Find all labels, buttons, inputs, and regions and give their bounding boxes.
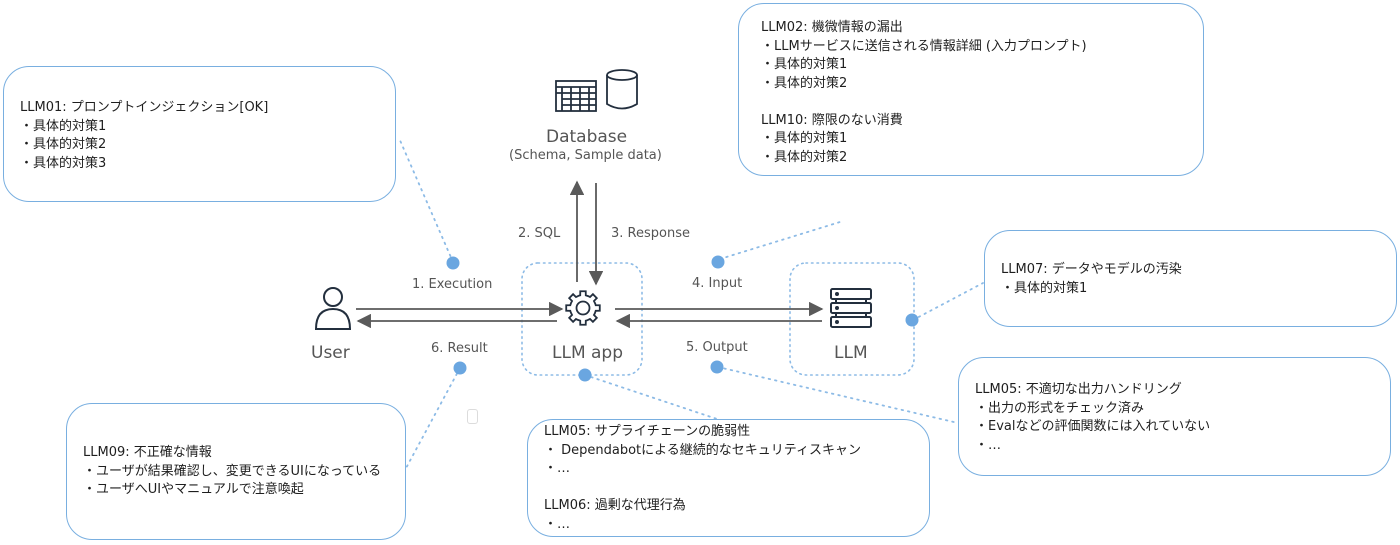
database-sublabel: (Schema, Sample data): [509, 148, 662, 163]
callout-item: ・具体的対策3: [20, 155, 107, 171]
connector-llm02: [719, 221, 841, 260]
gear-icon: [565, 290, 601, 326]
table-icon: [555, 80, 597, 112]
callout-llm07: LLM07: データやモデルの汚染 ・具体的対策1: [984, 230, 1397, 327]
callout-title: LLM05: サプライチェーンの脆弱性: [544, 424, 751, 439]
user-label: User: [311, 343, 350, 363]
llm-frame: [789, 262, 915, 376]
connector-llm07: [912, 282, 984, 321]
llm-app-label: LLM app: [552, 343, 624, 363]
callout-item: ・出力の形式をチェック済み: [975, 400, 1145, 416]
user-icon: [314, 287, 352, 330]
callout-title: LLM06: 過剰な代理行為: [544, 498, 686, 513]
callout-llm02-llm10: LLM02: 機微情報の漏出 ・LLMサービスに送信される情報詳細 (入力プロン…: [738, 3, 1204, 176]
callout-title: LLM10: 際限のない消費: [761, 112, 903, 128]
llm-app-frame: [521, 262, 643, 376]
server-icon: [830, 288, 872, 328]
callout-llm05-llm06: LLM05: サプライチェーンの脆弱性 ・ Dependabotによる継続的なセ…: [527, 419, 930, 537]
callout-item: ・LLMサービスに送信される情報詳細 (入力プロンプト): [761, 38, 1087, 54]
connector-llm01: [398, 137, 454, 263]
callout-title: LLM01: プロンプトインジェクション[OK]: [20, 100, 269, 115]
callout-llm01: LLM01: プロンプトインジェクション[OK] ・具体的対策1 ・具体的対策2…: [3, 66, 396, 202]
callout-item: ・具体的対策2: [761, 149, 848, 165]
flow-label-input: 4. Input: [692, 276, 743, 291]
callout-title: LLM05: 不適切な出力ハンドリング: [975, 382, 1182, 397]
callout-item: ・Evalなどの評価関数には入れていない: [975, 419, 1211, 434]
callout-item: ・具体的対策2: [20, 137, 107, 152]
connector-llm09: [404, 367, 461, 471]
marker-dot-result[interactable]: [453, 361, 467, 375]
callout-item: ・ユーザが結果確認し、変更できるUIになっている: [83, 463, 382, 479]
database-cylinder-icon: [606, 69, 638, 110]
callout-item: ・ユーザへUIやマニュアルで注意喚起: [83, 482, 304, 497]
marker-dot-llm-app[interactable]: [578, 368, 592, 382]
connector-llm05-output: [717, 366, 959, 424]
callout-title: LLM09: 不正確な情報: [83, 445, 212, 460]
callout-item: ・ Dependabotによる継続的なセキュリティスキャン: [544, 442, 861, 458]
marker-dot-execution[interactable]: [446, 256, 460, 270]
callout-item: ・…: [544, 516, 571, 532]
flow-label-response: 3. Response: [611, 226, 690, 241]
callout-item: ・具体的対策1: [761, 57, 848, 72]
callout-llm05-output: LLM05: 不適切な出力ハンドリング ・出力の形式をチェック済み ・Evalな…: [958, 357, 1391, 476]
flow-label-sql: 2. SQL: [518, 226, 561, 241]
flow-label-execution: 1. Execution: [412, 277, 493, 292]
callout-item: ・具体的対策2: [761, 75, 848, 91]
callout-item: ・…: [544, 461, 571, 476]
callout-item: ・具体的対策1: [761, 131, 848, 146]
callout-title: LLM07: データやモデルの汚染: [1001, 262, 1182, 277]
flow-label-result: 6. Result: [431, 341, 488, 356]
empty-checkbox[interactable]: [467, 409, 478, 424]
marker-dot-input[interactable]: [711, 255, 725, 269]
marker-dot-output[interactable]: [710, 360, 724, 374]
connector-llm05-supply: [584, 374, 721, 421]
callout-item: ・…: [975, 437, 1002, 453]
callout-title: LLM02: 機微情報の漏出: [761, 20, 903, 35]
callout-item: ・具体的対策1: [1001, 280, 1088, 296]
llm-label: LLM: [834, 343, 868, 363]
callout-llm09: LLM09: 不正確な情報 ・ユーザが結果確認し、変更できるUIになっている ・…: [66, 403, 406, 540]
flow-label-output: 5. Output: [686, 340, 748, 355]
marker-dot-llm[interactable]: [905, 313, 919, 327]
callout-item: ・具体的対策1: [20, 118, 107, 134]
database-label: Database: [546, 127, 628, 147]
